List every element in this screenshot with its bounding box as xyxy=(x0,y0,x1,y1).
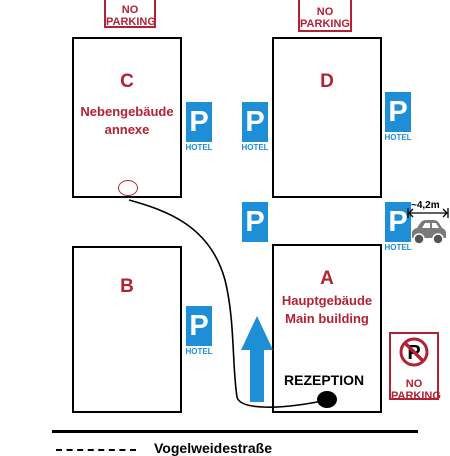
street-line xyxy=(52,430,418,433)
building-b-letter: B xyxy=(120,276,134,297)
no-parking-line2: PARKING xyxy=(106,16,156,28)
building-c-description: Nebengebäude annexe xyxy=(74,103,180,139)
no-parking-icon: P xyxy=(399,337,429,367)
building-c-entrance-marker xyxy=(118,180,138,196)
building-c-name-en: annexe xyxy=(104,122,150,137)
parking-p-icon: P xyxy=(385,202,411,242)
building-a[interactable]: A Hauptgebäude Main building xyxy=(272,244,382,413)
parking-p-icon: P xyxy=(186,306,212,346)
building-c[interactable]: C Nebengebäude annexe xyxy=(72,37,182,198)
building-c-letter: C xyxy=(120,71,134,92)
distance-arrow-icon xyxy=(407,208,449,218)
parking-caption: HOTEL xyxy=(384,133,412,142)
entrance-arrow-icon xyxy=(241,316,273,402)
building-c-name-de: Nebengebäude xyxy=(80,104,174,119)
parking-sign: P HOTEL xyxy=(182,306,216,357)
car-icon xyxy=(412,220,446,245)
no-parking-sign-top-left: NO PARKING xyxy=(104,0,156,28)
parking-sign: P HOTEL xyxy=(381,202,415,253)
no-parking-line1: NO xyxy=(316,6,334,18)
building-a-name-de: Hauptgebäude xyxy=(281,293,373,308)
parking-caption: HOTEL xyxy=(241,143,269,152)
reception-label: REZEPTION xyxy=(284,372,365,388)
parking-sign: P HOTEL xyxy=(238,102,272,153)
building-a-letter: A xyxy=(320,268,334,289)
parking-sign: P xyxy=(238,202,272,242)
no-parking-line2: PARKING xyxy=(391,390,441,402)
parking-p-icon: P xyxy=(242,202,268,242)
no-parking-line2: PARKING xyxy=(300,18,350,30)
parking-caption: HOTEL xyxy=(384,243,412,252)
parking-p-icon: P xyxy=(385,92,411,132)
no-parking-line1: NO xyxy=(121,4,139,16)
building-b[interactable]: B xyxy=(72,246,182,413)
building-d-letter: D xyxy=(320,71,334,92)
building-d[interactable]: D xyxy=(272,37,382,198)
street-name: Vogelweidestraße xyxy=(154,440,273,456)
parking-sign: P HOTEL xyxy=(182,102,216,153)
street-dashes xyxy=(56,449,136,451)
reception-marker[interactable] xyxy=(317,391,337,408)
parking-p-icon: P xyxy=(242,102,268,142)
building-a-description: Hauptgebäude Main building xyxy=(274,292,380,328)
car-distance-label: ~4,2m xyxy=(411,200,440,211)
parking-p-icon: P xyxy=(186,102,212,142)
parking-caption: HOTEL xyxy=(185,347,213,356)
building-a-name-en: Main building xyxy=(285,311,369,326)
parking-caption: HOTEL xyxy=(185,143,213,152)
no-parking-line1: NO xyxy=(405,378,423,390)
parking-sign: P HOTEL xyxy=(381,92,415,143)
no-parking-sign-top-right: NO PARKING xyxy=(298,0,352,32)
